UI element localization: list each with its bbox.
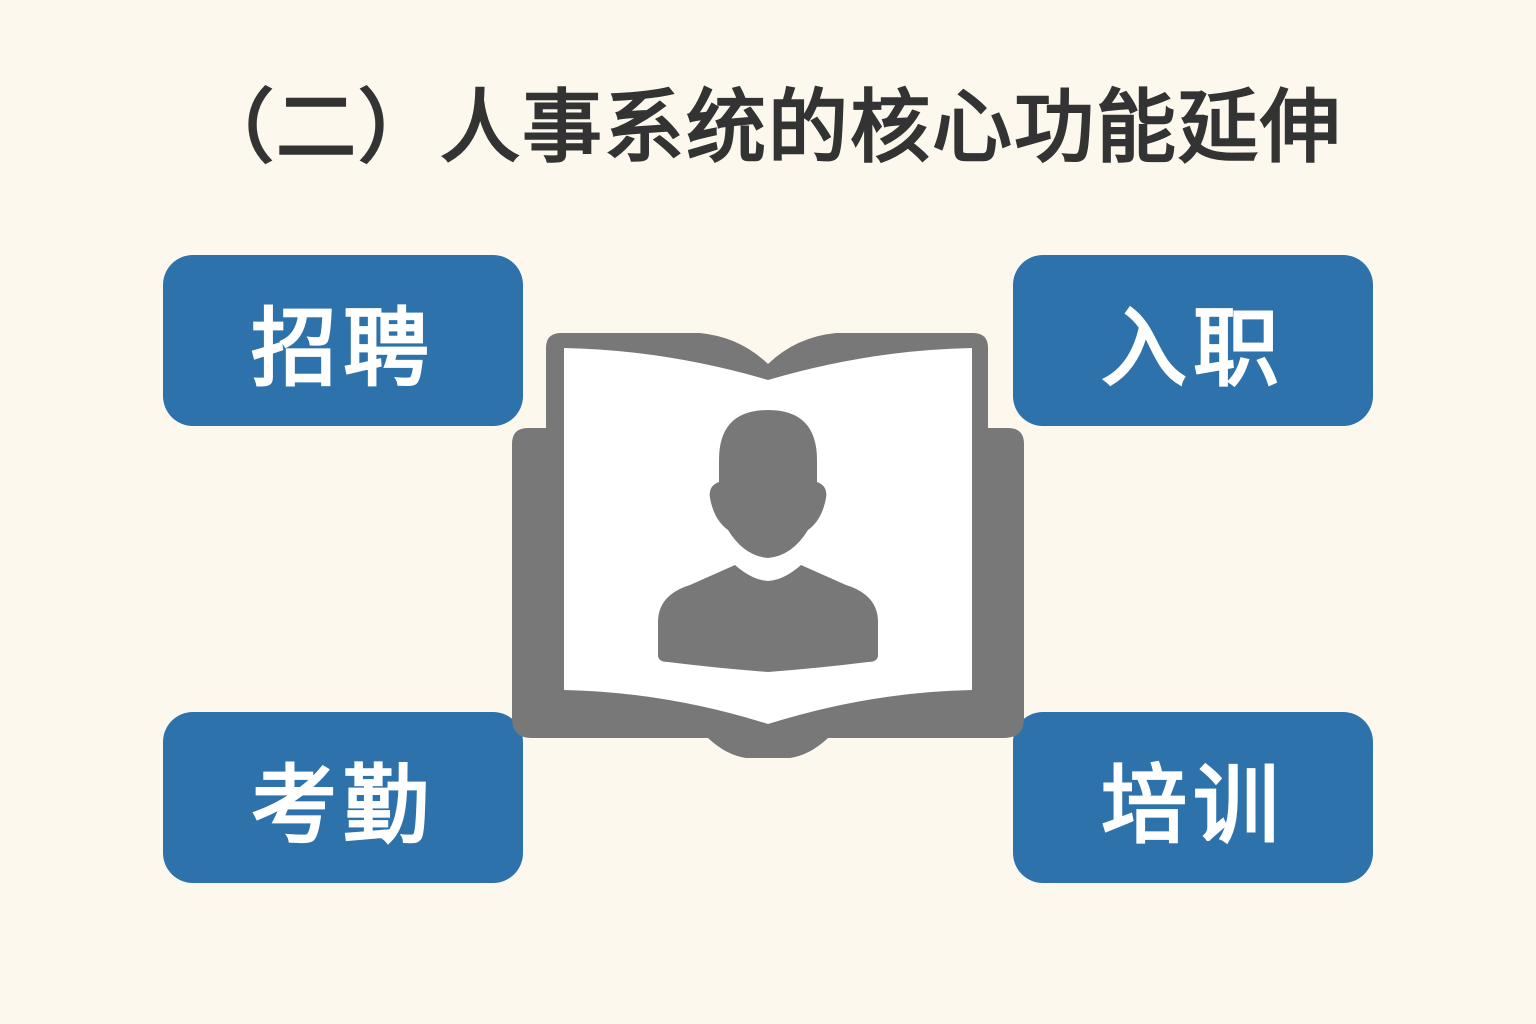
feature-box-recruitment: 招聘 (163, 255, 523, 426)
feature-label-onboarding: 入职 (1101, 299, 1285, 399)
feature-box-attendance: 考勤 (163, 712, 523, 883)
person-shoulders (658, 565, 878, 672)
person-head (709, 410, 827, 558)
feature-label-attendance: 考勤 (251, 756, 435, 856)
feature-box-training: 培训 (1013, 712, 1373, 883)
feature-label-recruitment: 招聘 (251, 299, 435, 399)
page-title: （二）人事系统的核心功能延伸 (194, 81, 1342, 174)
feature-box-onboarding: 入职 (1013, 255, 1373, 426)
feature-label-training: 培训 (1101, 756, 1285, 856)
book-with-person-icon (512, 333, 1024, 758)
